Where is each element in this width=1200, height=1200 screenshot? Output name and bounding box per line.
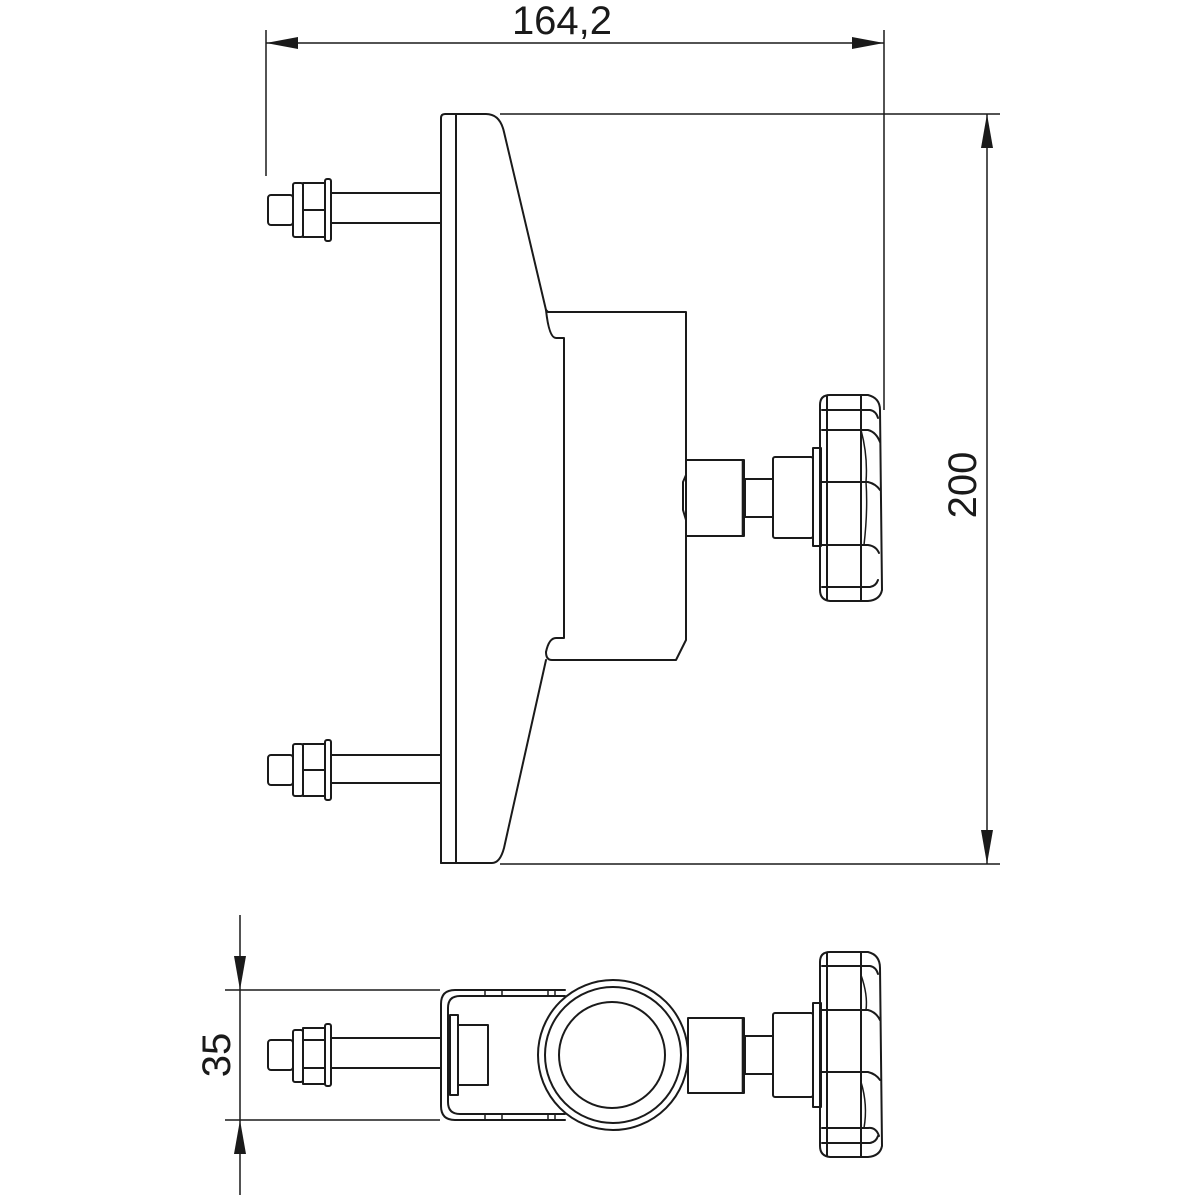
star-knob-top xyxy=(819,951,883,1158)
arrow-down-icon xyxy=(981,830,993,864)
dimension-height-label: 200 xyxy=(941,452,985,519)
clamp-block xyxy=(545,309,687,661)
bolt-bottom xyxy=(267,739,442,801)
star-knob xyxy=(819,394,883,602)
ring-clamp xyxy=(537,979,689,1131)
dimension-height: 200 xyxy=(500,113,1000,865)
arrow-down-icon xyxy=(234,956,246,990)
arrow-up-icon xyxy=(981,114,993,148)
u-bracket xyxy=(440,989,566,1121)
front-view xyxy=(267,113,883,864)
spindle-top xyxy=(687,1002,822,1108)
spindle xyxy=(685,447,822,547)
bolt xyxy=(267,1023,442,1087)
bolt-top xyxy=(267,178,442,242)
top-view xyxy=(267,951,883,1158)
arrow-up-icon xyxy=(234,1120,246,1154)
dimension-width: 164,2 xyxy=(265,0,885,410)
arrow-left-icon xyxy=(266,37,298,49)
dimension-depth-label: 35 xyxy=(195,1033,239,1078)
dimension-depth: 35 xyxy=(195,915,440,1195)
arrow-right-icon xyxy=(852,37,884,49)
dimension-width-label: 164,2 xyxy=(512,0,612,43)
mounting-plate xyxy=(440,113,547,864)
